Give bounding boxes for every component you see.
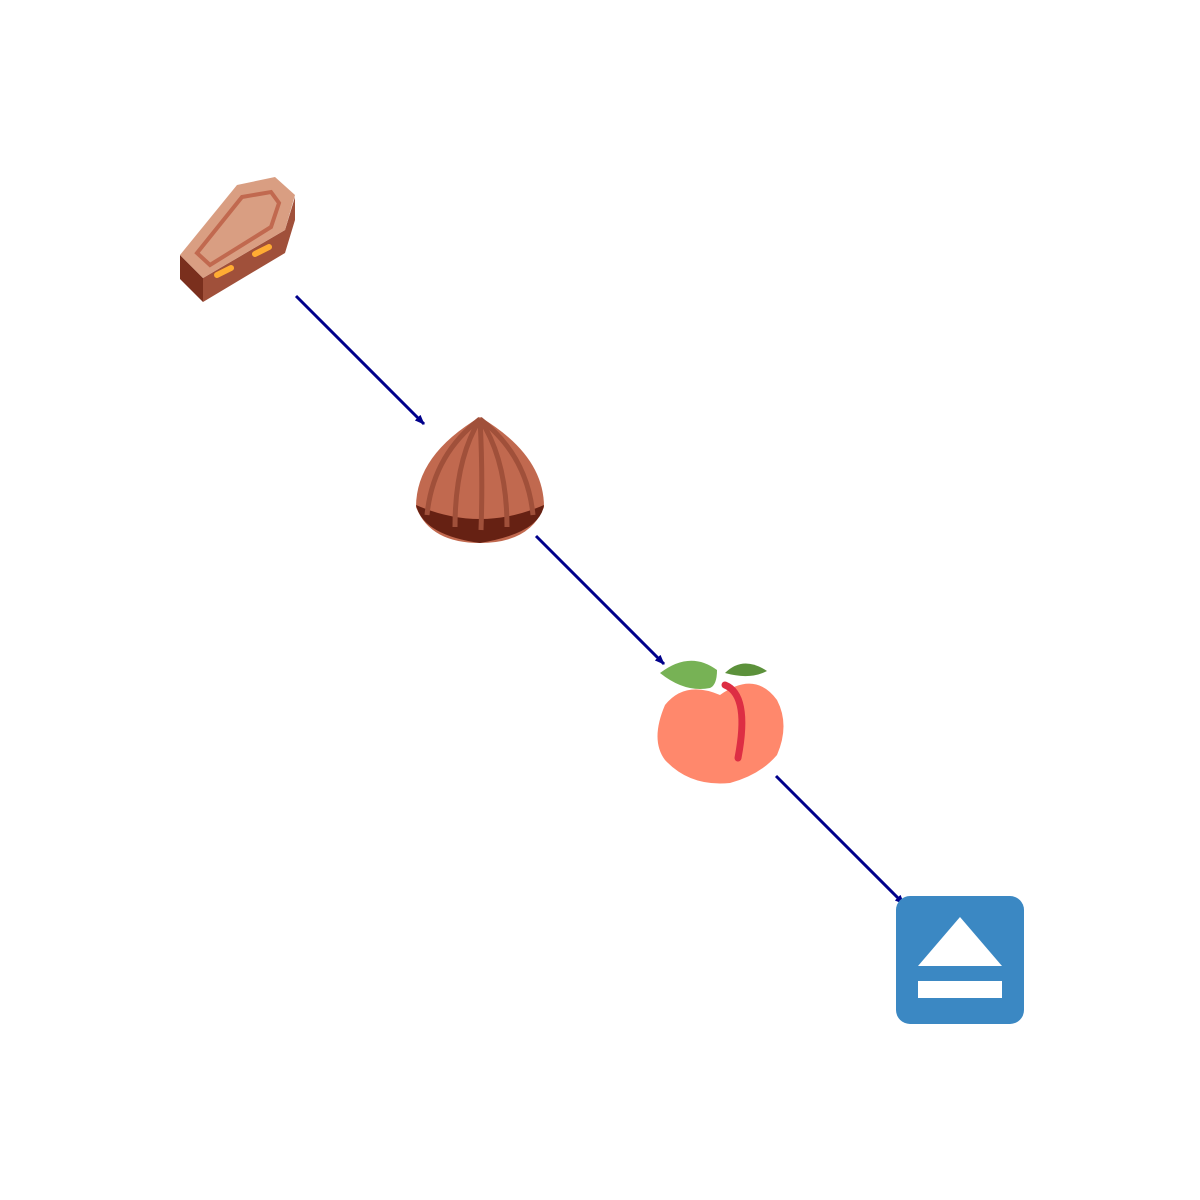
coffin-icon bbox=[180, 177, 295, 302]
peach-icon bbox=[657, 660, 784, 784]
eject-button-icon bbox=[896, 896, 1024, 1024]
coffin-node bbox=[175, 175, 305, 305]
chestnut-node bbox=[415, 415, 545, 545]
edge-coffin-to-chestnut bbox=[294, 294, 426, 426]
edge-chestnut-to-peach bbox=[534, 534, 666, 666]
chestnut-icon bbox=[416, 417, 544, 543]
eject-node bbox=[895, 895, 1025, 1025]
peach-node bbox=[655, 655, 785, 785]
edge-peach-to-eject bbox=[774, 774, 906, 906]
